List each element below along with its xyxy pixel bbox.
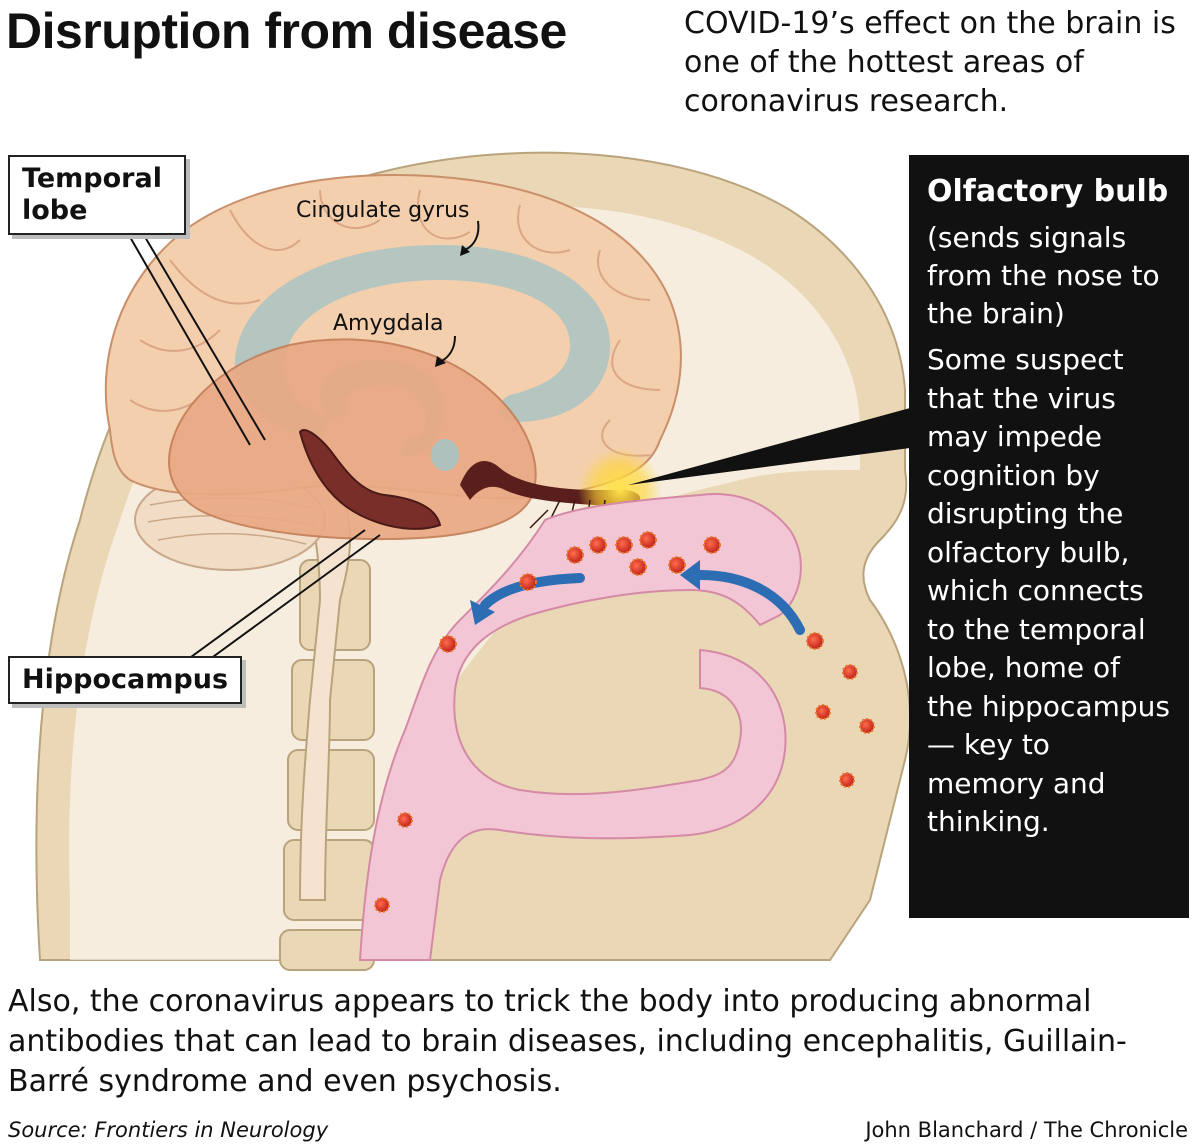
label-hippocampus: Hippocampus (8, 656, 243, 704)
airway (358, 493, 802, 961)
olfactory-callout: Olfactory bulb (sends signals from the n… (909, 155, 1189, 918)
airflow-arrow-in (695, 570, 805, 635)
page-title: Disruption from disease (6, 3, 567, 59)
label-temporal-lobe: Temporal lobe (8, 155, 186, 235)
callout-body: Some suspect that the virus may impede c… (927, 343, 1170, 838)
brainstem (298, 468, 351, 901)
label-amygdala: Amygdala (333, 311, 444, 336)
virus-particles (374, 531, 875, 913)
amygdala (431, 439, 459, 471)
callout-pointer (628, 408, 910, 485)
cingulate-pointer (464, 220, 480, 251)
source-line: Source: Frontiers in Neurology (8, 1118, 329, 1142)
footer-note: Also, the coronavirus appears to trick t… (8, 984, 1127, 1099)
cingulate-gyrus (234, 245, 610, 440)
airflow-arrow-out (480, 573, 585, 610)
hippocampus (298, 429, 442, 530)
label-cingulate-gyrus: Cingulate gyrus (296, 198, 470, 223)
airflow-arrowhead-in (680, 560, 700, 590)
intro-text: COVID-19’s effect on the brain is one of… (684, 6, 1176, 119)
airflow-arrowhead-out (470, 600, 495, 625)
leader-lines (129, 236, 381, 671)
callout-heading: Olfactory bulb (927, 174, 1169, 209)
callout-subheading: (sends signals from the nose to the brai… (927, 221, 1160, 330)
credit-line: John Blanchard / The Chronicle (865, 1118, 1188, 1142)
